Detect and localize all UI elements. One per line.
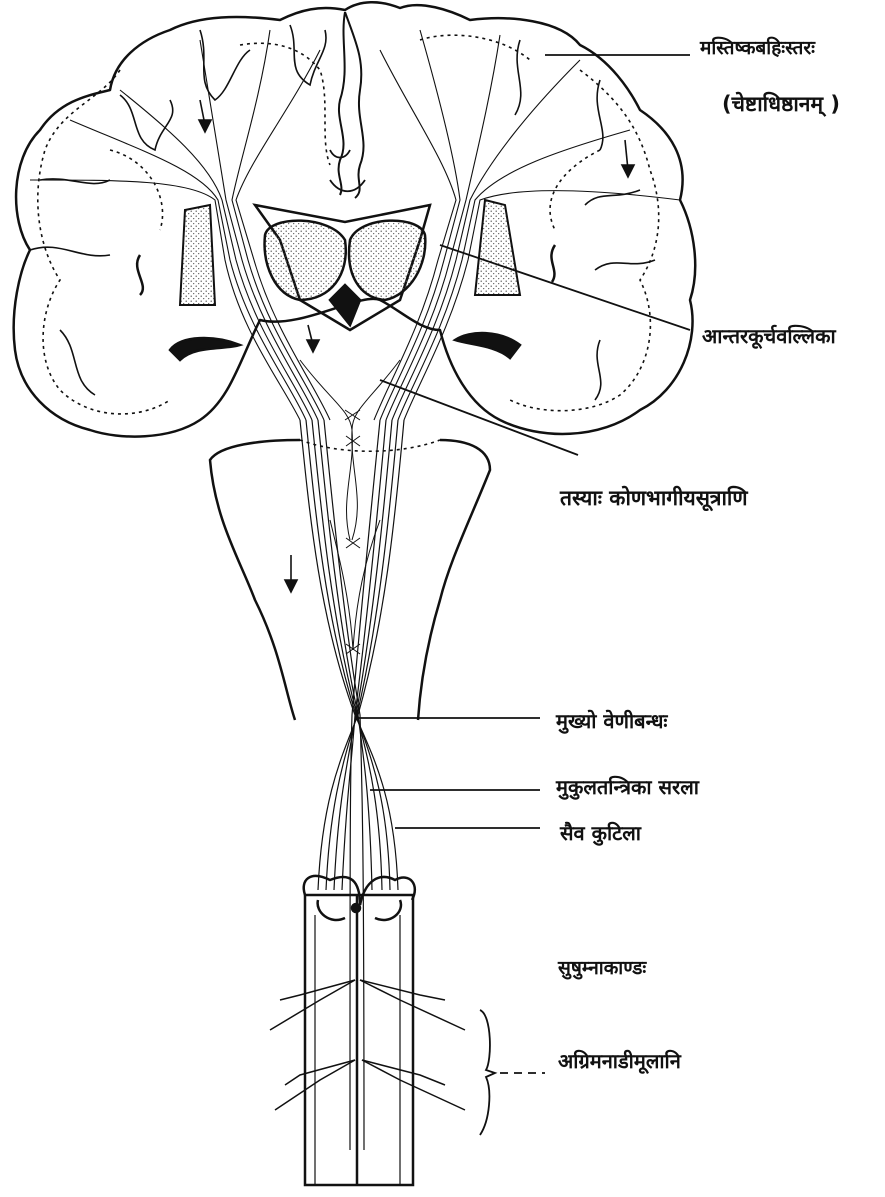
label-anterior-roots: अग्रिमनाडीमूलानि	[558, 1050, 681, 1073]
label-spinal-cord: सुषुम्नाकाण्डः	[558, 958, 646, 980]
anterior-nerve-roots	[270, 980, 465, 1110]
spinal-cord	[304, 876, 415, 1185]
label-crossed-tract: सैव कुटिला	[560, 822, 641, 845]
brainstem	[210, 440, 490, 720]
projection-fibers	[30, 30, 680, 420]
label-internal-capsule: आन्तरकूर्चवल्लिका	[702, 325, 836, 348]
label-motor-center: (चेष्टाधिष्ठानम् )	[722, 92, 840, 116]
label-direct-tract: मुकुलतन्त्रिका सरला	[556, 776, 699, 799]
label-cortex: मस्तिष्कबहिःस्तरः	[700, 38, 815, 60]
thalamus	[255, 150, 430, 330]
cortical-sulci	[30, 25, 655, 400]
label-main-decussation: मुख्यो वेणीबन्धः	[556, 710, 667, 733]
gray-white-boundary	[38, 35, 659, 451]
label-corner-fibers: तस्याः कोणभागीयसूत्राणि	[560, 486, 748, 510]
direction-arrows	[199, 100, 634, 592]
